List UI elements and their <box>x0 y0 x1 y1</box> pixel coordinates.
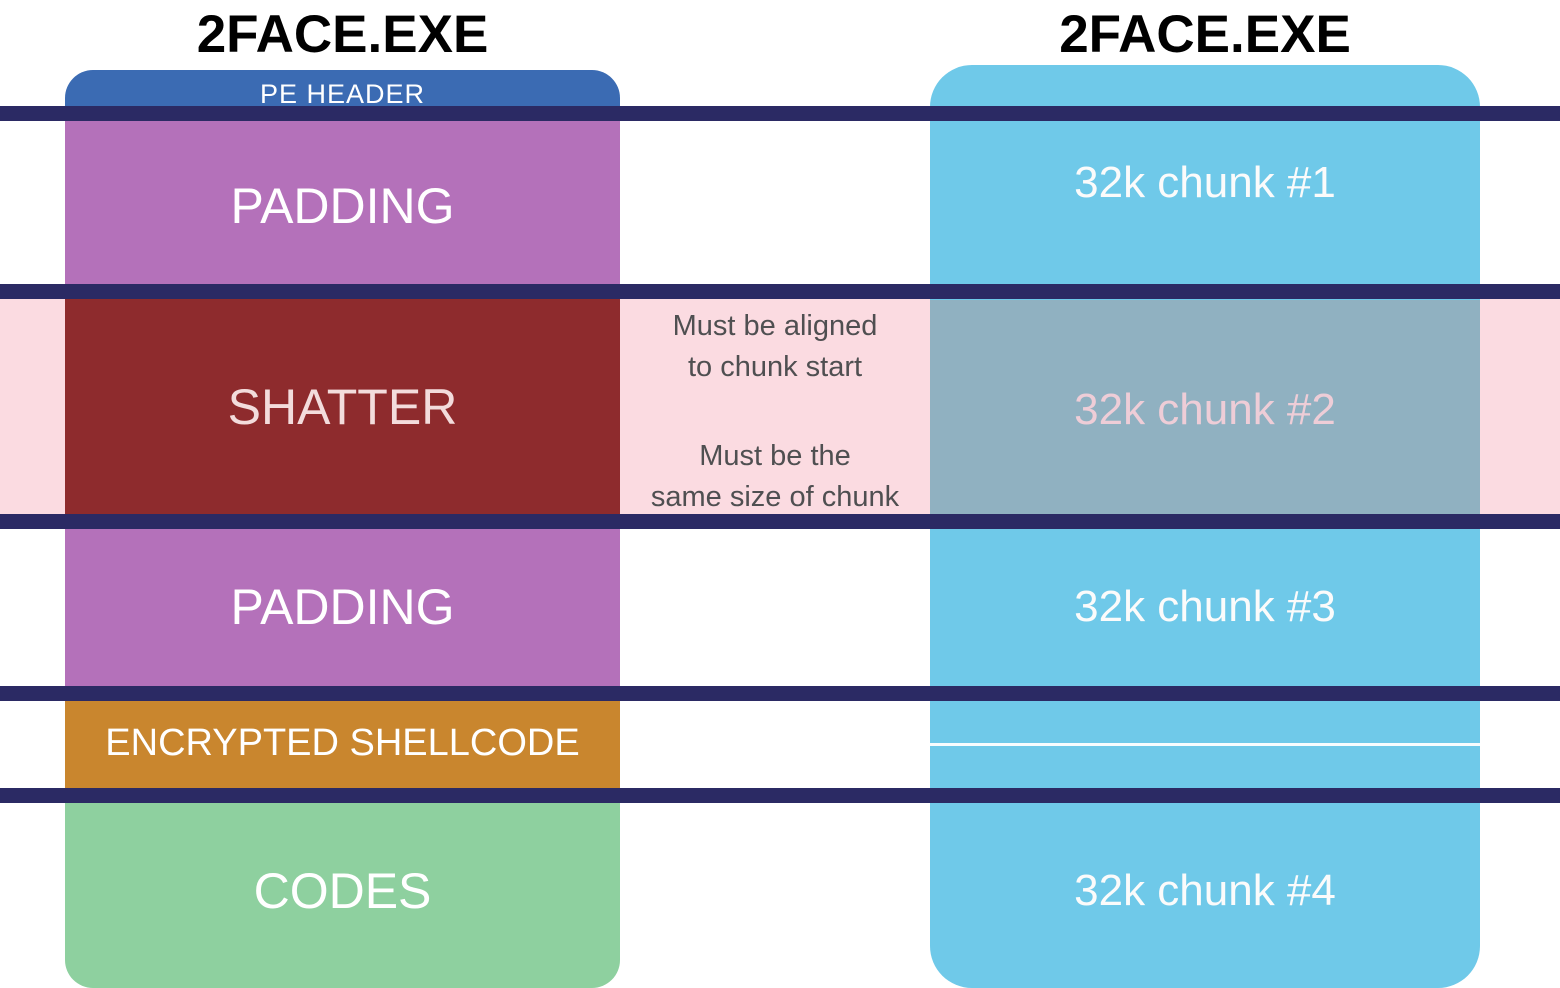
annotation-size: Must be the same size of chunk <box>650 440 900 513</box>
annotation-alignment: Must be aligned to chunk start <box>672 310 878 383</box>
left-file-title: 2FACE.EXE <box>196 5 489 64</box>
chunk-3: 32k chunk #3 <box>930 520 1480 693</box>
chunk-boundary-line-5 <box>0 788 1560 803</box>
chunk-label: 32k chunk #4 <box>1074 865 1336 915</box>
pe-file-layout: PE HEADER PADDING SHATTER PADDING ENCRYP… <box>65 70 620 988</box>
section-padding-1: PADDING <box>65 118 620 293</box>
chunk-boundary-line-4 <box>0 686 1560 701</box>
section-codes: CODES <box>65 793 620 988</box>
section-label: PE HEADER <box>259 78 426 109</box>
section-padding-2: PADDING <box>65 521 620 693</box>
chunk-gap <box>930 693 1480 793</box>
section-shatter: SHATTER <box>65 293 620 521</box>
chunk-label: 32k chunk #2 <box>1074 385 1336 434</box>
chunk-divider-line <box>930 743 1480 746</box>
chunk-label: 32k chunk #1 <box>1074 157 1336 207</box>
section-label: CODES <box>253 862 432 919</box>
section-label: SHATTER <box>227 379 458 435</box>
chunked-file-layout: 32k chunk #1 32k chunk #2 32k chunk #3 3… <box>930 65 1480 988</box>
chunk-2: 32k chunk #2 <box>930 300 1480 520</box>
section-label: PADDING <box>230 579 455 635</box>
chunk-label: 32k chunk #3 <box>1074 581 1336 631</box>
right-file-title: 2FACE.EXE <box>1059 5 1351 64</box>
chunk-4: 32k chunk #4 <box>930 793 1480 988</box>
chunk-boundary-line-1 <box>0 106 1560 121</box>
chunk-1: 32k chunk #1 <box>930 65 1480 300</box>
section-encrypted-shellcode: ENCRYPTED SHELLCODE <box>65 693 620 793</box>
section-label: PADDING <box>230 177 455 234</box>
chunk-boundary-line-3 <box>0 514 1560 529</box>
section-label: ENCRYPTED SHELLCODE <box>105 721 580 764</box>
chunk-boundary-line-2 <box>0 284 1560 299</box>
